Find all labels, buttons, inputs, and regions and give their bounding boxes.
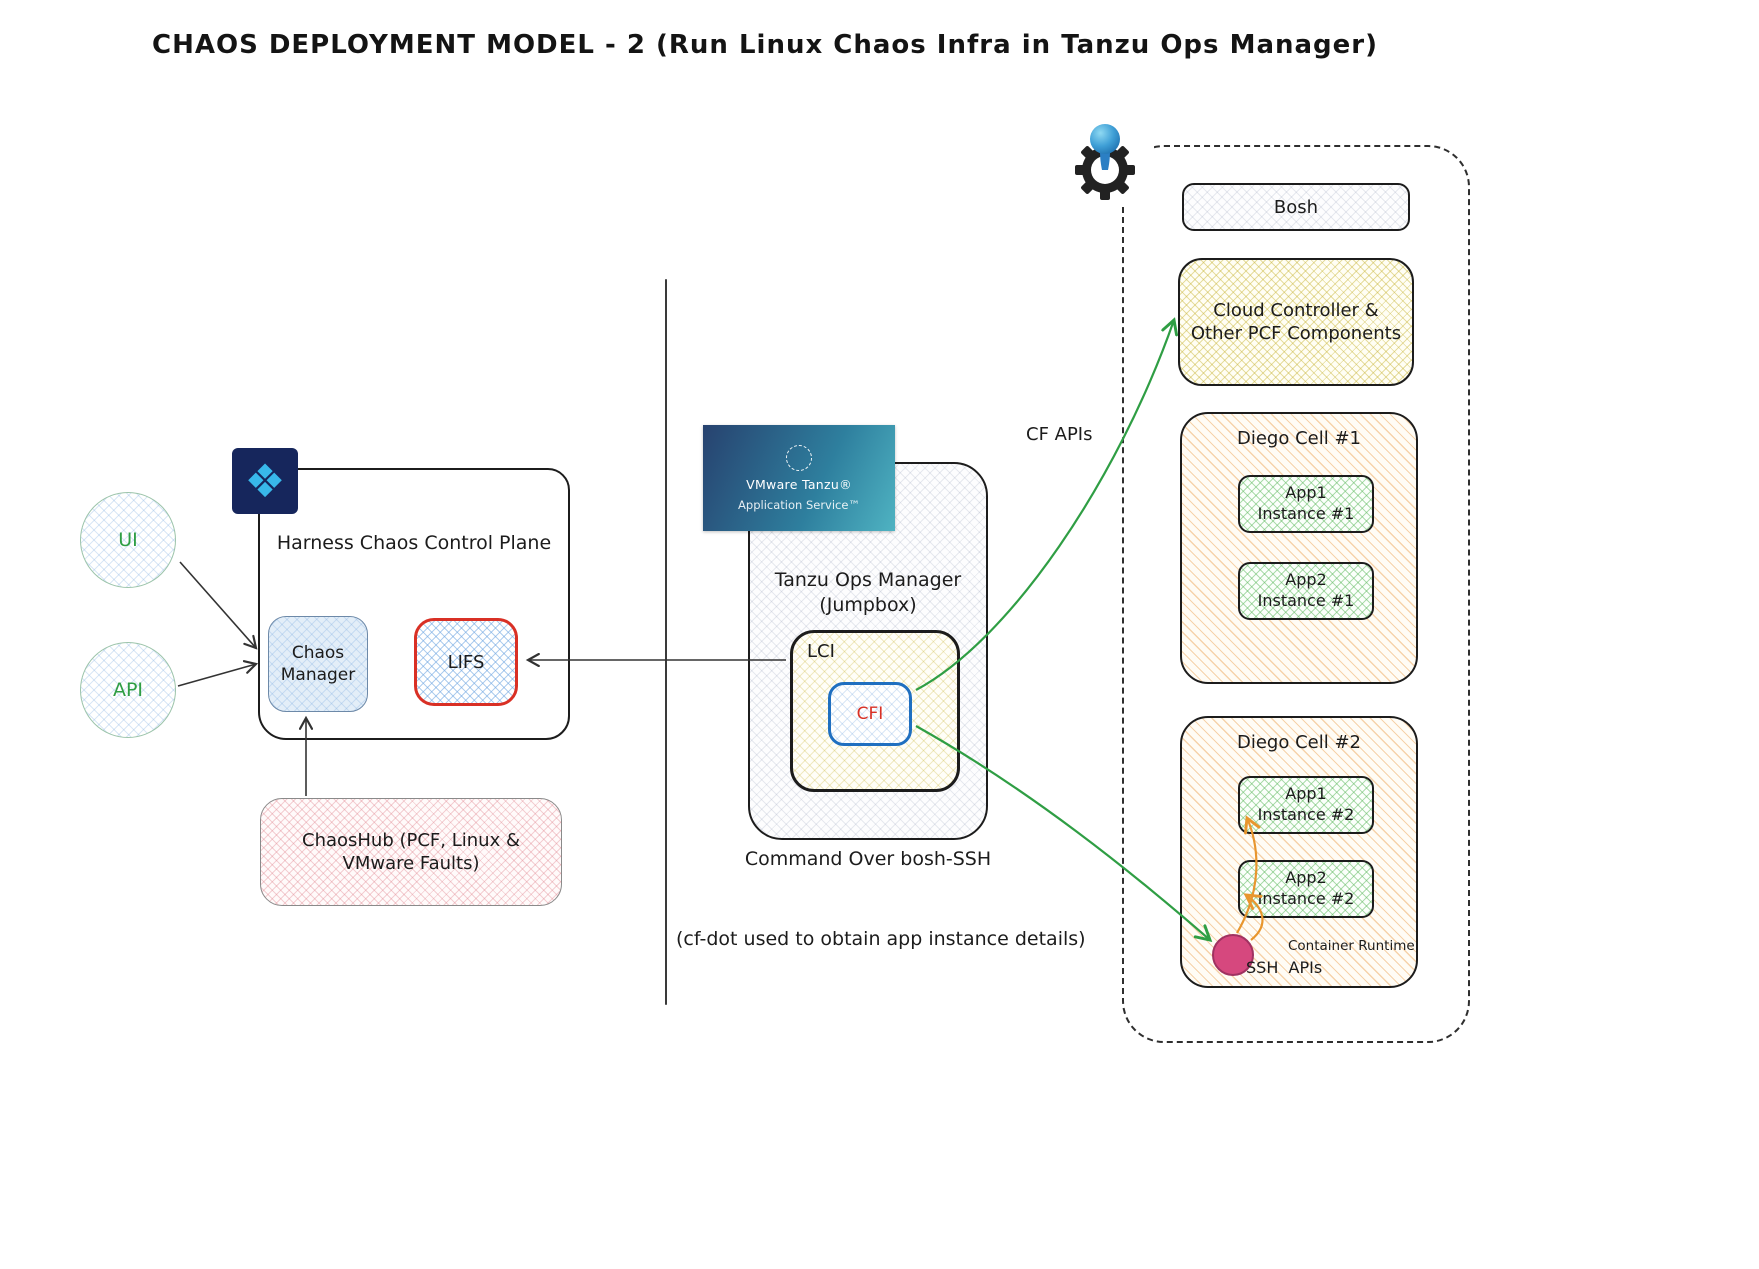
lifs-box: LIFS: [414, 618, 518, 706]
diego-cell-2-title: Diego Cell #2: [1237, 732, 1361, 753]
app2-instance-2-box: App2 Instance #2: [1238, 860, 1374, 918]
app1-instance-1-label: App1 Instance #1: [1257, 483, 1355, 523]
chaos-manager-label: Chaos Manager: [280, 642, 356, 685]
cfi-box: CFI: [828, 682, 912, 746]
cfdot-note: (cf-dot used to obtain app instance deta…: [676, 928, 1086, 950]
harness-logo-icon: ❖: [232, 448, 298, 514]
bosh-logo-icon: [1056, 106, 1154, 204]
control-plane-title: Harness Chaos Control Plane: [276, 532, 552, 554]
cloud-controller-label: Cloud Controller & Other PCF Components: [1190, 299, 1402, 344]
app1-instance-2-label: App1 Instance #2: [1257, 784, 1355, 824]
app2-instance-1-box: App2 Instance #1: [1238, 562, 1374, 620]
ssh-node: [1212, 934, 1254, 976]
bosh-label: Bosh: [1273, 196, 1319, 218]
diego-cell-1-title: Diego Cell #1: [1237, 428, 1361, 449]
bosh-box: Bosh: [1182, 183, 1410, 231]
chaoshub-label: ChaosHub (PCF, Linux & VMware Faults): [302, 829, 520, 874]
arrow-api-to-chaos-manager: [177, 660, 259, 687]
tanzu-logo: VMware Tanzu® Application Service™: [703, 425, 895, 531]
cf-apis-label: CF APIs: [1026, 424, 1093, 445]
chaoshub-box: ChaosHub (PCF, Linux & VMware Faults): [260, 798, 562, 906]
ssh-apis-label: SSH APIs: [1246, 958, 1323, 977]
command-caption: Command Over bosh-SSH: [744, 848, 992, 870]
cloud-controller-box: Cloud Controller & Other PCF Components: [1178, 258, 1414, 386]
chaos-manager-box: Chaos Manager: [268, 616, 368, 712]
app1-instance-2-box: App1 Instance #2: [1238, 776, 1374, 834]
diego-cell-1-box: Diego Cell #1: [1180, 412, 1418, 684]
cfi-label: CFI: [856, 704, 884, 724]
diego-cell-2-box: Diego Cell #2: [1180, 716, 1418, 988]
harness-glyph: ❖: [244, 454, 286, 508]
app1-instance-1-box: App1 Instance #1: [1238, 475, 1374, 533]
lifs-label: LIFS: [447, 651, 485, 673]
bosh-drop-stem: [1100, 151, 1110, 170]
bosh-drop-icon: [1090, 124, 1120, 154]
api-node: API: [80, 642, 176, 738]
tanzu-logo-line2: Application Service™: [738, 497, 860, 512]
container-runtime-label: Container Runtime: [1288, 938, 1415, 954]
lci-label: LCI: [807, 641, 835, 662]
app2-instance-1-label: App2 Instance #1: [1257, 570, 1355, 610]
app2-instance-2-label: App2 Instance #2: [1257, 868, 1355, 908]
diagram-title: CHAOS DEPLOYMENT MODEL - 2 (Run Linux Ch…: [152, 30, 1378, 60]
api-label: API: [112, 679, 144, 701]
tanzu-logo-icon: [786, 444, 812, 471]
arrow-ui-to-chaos-manager: [179, 561, 258, 650]
tanzu-logo-line1: VMware Tanzu®: [746, 476, 852, 492]
ui-node: UI: [80, 492, 176, 588]
ui-label: UI: [118, 529, 138, 551]
tanzu-ops-title: Tanzu Ops Manager (Jumpbox): [774, 569, 962, 616]
